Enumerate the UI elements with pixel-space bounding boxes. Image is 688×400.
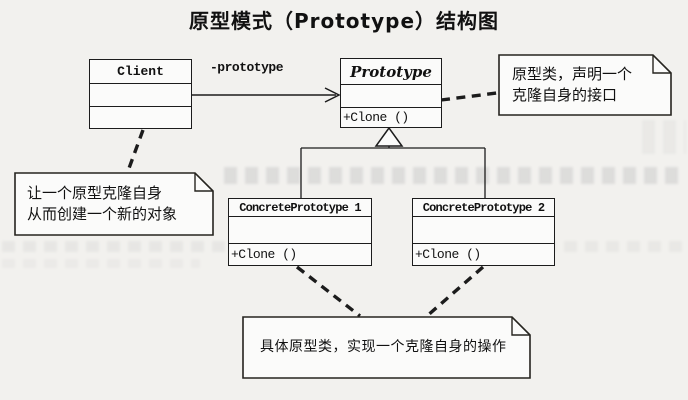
anchor-concrete1-note	[295, 265, 362, 318]
note-prototype	[498, 54, 672, 116]
note-client-fold-icon	[194, 173, 213, 192]
note-client-line2: 从而创建一个新的对象	[27, 205, 178, 223]
uml-class-prototype: Prototype +Clone ()	[340, 58, 442, 128]
note-client	[14, 172, 214, 236]
class-name-client: Client	[117, 64, 164, 79]
note-client-text: 让一个原型克隆自身 从而创建一个新的对象	[27, 173, 177, 235]
association-role-label: -prototype	[210, 60, 284, 75]
note-prototype-text: 原型类，声明一个 克隆自身的接口	[512, 55, 632, 115]
note-concrete	[242, 316, 531, 379]
methods-compartment-concrete1: +Clone ()	[229, 243, 371, 265]
note-concrete-fold-icon	[511, 317, 530, 336]
uml-class-concrete1: ConcretePrototype 1 +Clone ()	[228, 198, 372, 266]
methods-compartment-concrete2: +Clone ()	[413, 243, 554, 265]
attributes-compartment-prototype	[341, 84, 441, 107]
note-prototype-fold-icon	[652, 55, 671, 74]
anchor-concrete2-note	[425, 265, 485, 318]
note-prototype-line1: 原型类，声明一个	[512, 65, 633, 84]
note-concrete-text: 具体原型类，实现一个克隆自身的操作	[260, 317, 507, 378]
note-client-line1: 让一个原型克隆自身	[27, 184, 163, 203]
note-prototype-line2: 克隆自身的接口	[512, 86, 618, 104]
class-name-concrete1: ConcretePrototype 1	[239, 200, 361, 215]
anchor-prototype-note	[440, 91, 498, 102]
methods-compartment-client	[90, 106, 191, 128]
attributes-compartment-concrete2	[413, 216, 554, 243]
generalization-triangle-icon	[374, 126, 404, 147]
class-name-prototype: Prototype	[350, 62, 432, 81]
diagram-title: 原型模式（Prototype）结构图	[188, 9, 500, 33]
uml-class-concrete2: ConcretePrototype 2 +Clone ()	[412, 198, 555, 266]
uml-class-client: Client	[89, 59, 192, 129]
association-arrowhead-icon	[324, 87, 341, 103]
methods-compartment-prototype: +Clone ()	[341, 107, 441, 127]
attributes-compartment-client	[90, 83, 191, 106]
anchor-client-note	[126, 129, 145, 172]
class-name-concrete2: ConcretePrototype 2	[422, 200, 545, 215]
note-concrete-line1: 具体原型类，实现一个克隆自身的操作	[260, 338, 507, 355]
attributes-compartment-concrete1	[229, 216, 371, 243]
